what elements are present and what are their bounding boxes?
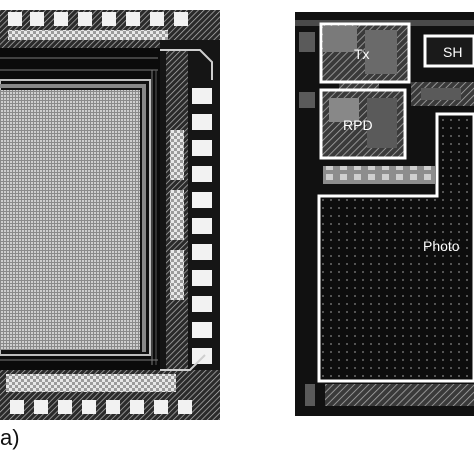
pixel-layout-panel: Tx SH RPD Photo: [295, 12, 474, 416]
bottom-pad-row: [0, 354, 220, 420]
sh-label: SH: [443, 44, 463, 60]
rpd-label: RPD: [343, 117, 373, 133]
photo-label: Photo: [423, 238, 460, 254]
tx-label: Tx: [354, 46, 370, 62]
top-pad-row: [0, 10, 220, 48]
chip-layout-drawing: [0, 10, 220, 420]
sh-block: [423, 34, 474, 68]
panel-a-label: a): [0, 425, 20, 450]
chip-layout-panel: [0, 10, 220, 420]
pixel-layout-drawing: [295, 12, 474, 416]
photodiode-region: [317, 112, 474, 383]
tx-block: [319, 22, 411, 84]
rpd-block: [319, 88, 407, 160]
pixel-array: [0, 57, 158, 365]
right-pad-column: [160, 40, 220, 390]
